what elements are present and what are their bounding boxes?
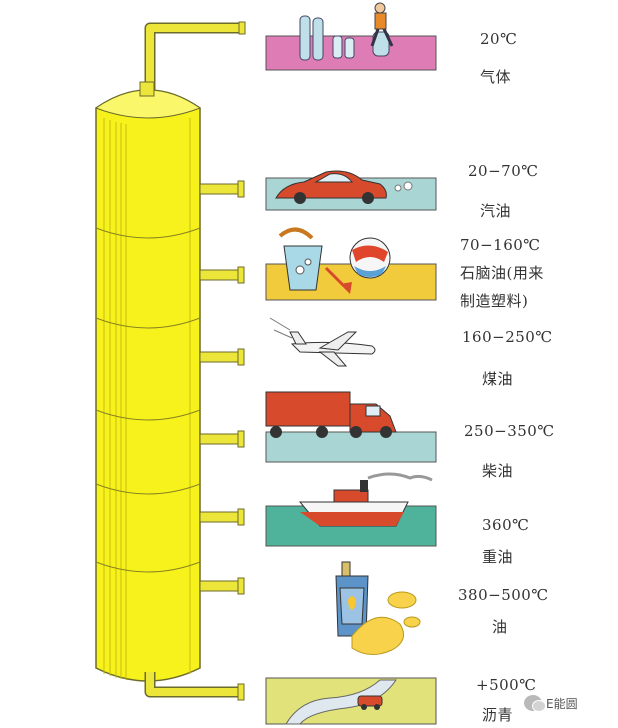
outlet-pipe-heavy-oil	[199, 508, 245, 526]
diesel-panel-bg	[265, 431, 437, 463]
fractionating-tower	[94, 81, 202, 682]
fraction-temp-naphtha: 70−160℃	[460, 236, 541, 254]
fraction-temp-lube-oil: 380−500℃	[458, 586, 549, 604]
road-icon	[285, 679, 397, 725]
outlet-pipe-lube-oil	[199, 577, 245, 595]
small-car-icon	[357, 695, 383, 710]
fraction-temp-heavy-oil: 360℃	[482, 516, 530, 534]
asphalt-panel	[265, 677, 437, 725]
car-icon	[275, 170, 413, 204]
bottom-residue-pipe	[144, 672, 245, 701]
outlet-pipe-naphtha	[199, 266, 245, 284]
fraction-temp-diesel: 250−350℃	[464, 422, 555, 440]
fraction-name-gas: 气体	[480, 68, 512, 86]
fraction-temp-gas: 20℃	[480, 30, 518, 48]
beach-ball-icon	[349, 237, 391, 279]
fraction-name-asphalt: 沥青	[482, 706, 514, 724]
bucket-icon	[278, 227, 323, 291]
ship-icon	[298, 472, 433, 527]
outlet-pipes	[199, 180, 245, 595]
naphtha-panel	[265, 227, 437, 301]
top-vapor-pipe	[144, 21, 246, 95]
shovel-icon	[324, 266, 352, 294]
kerosene-panel	[269, 317, 376, 367]
watermark: E能圆	[524, 692, 616, 714]
oil-can-icon	[335, 561, 369, 637]
outlet-pipe-kerosene	[199, 348, 245, 366]
fraction-name-heavy-oil: 重油	[482, 548, 514, 566]
lube-oil-panel	[335, 561, 421, 655]
fraction-name-gasoline: 汽油	[480, 202, 512, 220]
outlet-pipe-gasoline	[199, 180, 245, 198]
truck-icon	[265, 391, 397, 438]
gas-panel	[265, 2, 437, 71]
fraction-name-diesel: 柴油	[482, 462, 514, 480]
fraction-name-naphtha-line1: 石脑油(用来	[460, 264, 544, 282]
fraction-temp-gasoline: 20−70℃	[468, 162, 539, 180]
heavy-oil-panel	[265, 472, 437, 547]
airplane-icon	[269, 317, 376, 367]
fraction-temp-kerosene: 160−250℃	[462, 328, 553, 346]
walking-person-icon	[370, 2, 394, 47]
fraction-name-lube-oil: 油	[492, 618, 508, 636]
fraction-temp-asphalt: +500℃	[476, 676, 537, 694]
diesel-panel	[265, 391, 437, 463]
gas-cylinder-icon	[299, 15, 390, 61]
outlet-pipe-diesel	[199, 430, 245, 448]
oil-spill-icon	[351, 591, 421, 655]
gasoline-panel	[265, 170, 437, 211]
fraction-name-kerosene: 煤油	[482, 370, 514, 388]
watermark-text: E能圆	[546, 696, 578, 711]
fraction-name-naphtha-line2: 制造塑料)	[460, 292, 529, 310]
wechat-icon	[524, 695, 546, 712]
